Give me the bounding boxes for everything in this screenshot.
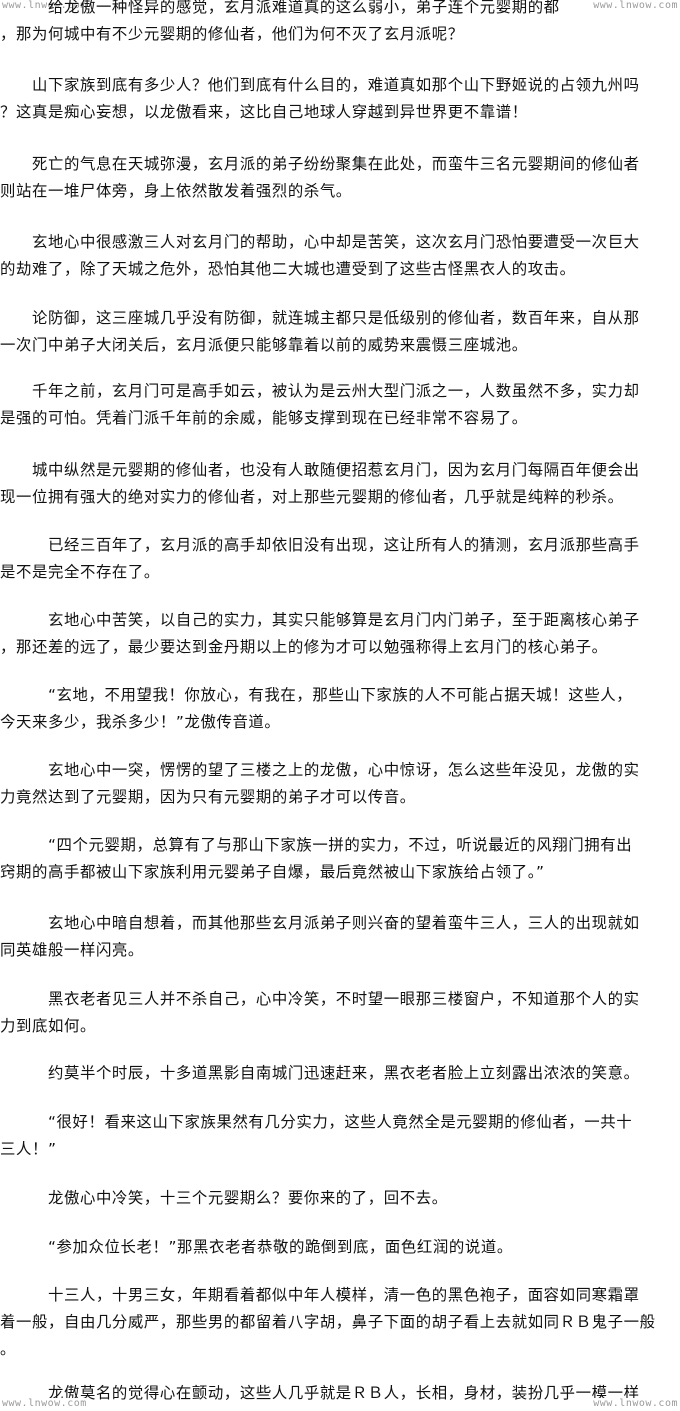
watermark-top-left: www.lnwow.com xyxy=(0,0,89,11)
paragraph-8: 已经三百年了，玄月派的高手却依旧没有出现，这让所有人的猜测，玄月派那些高手 是不… xyxy=(0,532,672,586)
paragraph-line: 同英雄般一样闪亮。 xyxy=(0,941,144,959)
paragraph-line: 黑衣老者见三人并不杀自己，心中冷笑，不时望一眼那三楼窗户，不知道那个人的实 xyxy=(0,990,640,1008)
paragraph-line: 龙傲心中冷笑，十三个元婴期么？要你来的了，回不去。 xyxy=(0,1189,448,1207)
paragraph-5: 论防御，这三座城几乎没有防御，就连城主都只是低级别的修仙者，数百年来，自从那 一… xyxy=(0,305,672,359)
paragraph-line: ，那为何城中有不少元婴期的修仙者，他们为何不灭了玄月派呢？ xyxy=(0,25,464,43)
paragraph-16: “很好！看来这山下家族果然有几分实力，这些人竟然全是元婴期的修仙者，一共十 三人… xyxy=(0,1109,672,1163)
paragraph-line: “玄地，不用望我！你放心，有我在，那些山下家族的人不可能占据天城！这些人， xyxy=(0,686,633,704)
paragraph-20: 龙傲莫名的觉得心在颤动，这些人几乎就是ＲＢ人，长相，身材，装扮几乎一模一样 xyxy=(0,1380,672,1407)
paragraph-line: 的劫难了，除了天城之危外，恐怕其他二大城也遭受到了这些古怪黑衣人的攻击。 xyxy=(0,260,576,278)
paragraph-17: 龙傲心中冷笑，十三个元婴期么？要你来的了，回不去。 xyxy=(0,1185,672,1212)
paragraph-line: 今天来多少，我杀多少！”龙傲传音道。 xyxy=(0,713,281,731)
paragraph-13: 玄地心中暗自想着，而其他那些玄月派弟子则兴奋的望着蛮牛三人，三人的出现就如 同英… xyxy=(0,910,672,964)
paragraph-line: 论防御，这三座城几乎没有防御，就连城主都只是低级别的修仙者，数百年来，自从那 xyxy=(0,309,640,327)
paragraph-4: 玄地心中很感激三人对玄月门的帮助，心中却是苦笑，这次玄月门恐怕要遭受一次巨大 的… xyxy=(0,229,672,283)
paragraph-line: “很好！看来这山下家族果然有几分实力，这些人竟然全是元婴期的修仙者，一共十 xyxy=(0,1113,633,1131)
watermark-bottom-left: www.lnwow.com xyxy=(0,1398,89,1409)
paragraph-line: 山下家族到底有多少人？他们到底有什么目的，难道真如那个山下野姬说的占领九州吗 xyxy=(0,76,640,94)
paragraph-line: 玄地心中苦笑，以自己的实力，其实只能够算是玄月门内门弟子，至于距离核心弟子 xyxy=(0,611,640,629)
paragraph-line: 一次门中弟子大闭关后，玄月派便只能够靠着以前的威势来震慑三座城池。 xyxy=(0,336,528,354)
watermark-top-right: www.lnwow.com xyxy=(591,0,680,11)
paragraph-11: 玄地心中一突，愣愣的望了三楼之上的龙傲，心中惊讶，怎么这些年没见，龙傲的实 力竟… xyxy=(0,757,672,811)
paragraph-6: 千年之前，玄月门可是高手如云，被认为是云州大型门派之一，人数虽然不多，实力却 是… xyxy=(0,378,672,432)
paragraph-line: 力到底如何。 xyxy=(0,1017,96,1035)
paragraph-3: 死亡的气息在天城弥漫，玄月派的弟子纷纷聚集在此处，而蛮牛三名元婴期间的修仙者 则… xyxy=(0,151,672,205)
paragraph-line: 玄地心中很感激三人对玄月门的帮助，心中却是苦笑，这次玄月门恐怕要遭受一次巨大 xyxy=(0,233,640,251)
paragraph-line: 着一般，自由几分威严，那些男的都留着八字胡，鼻子下面的胡子看上去就如同ＲＢ鬼子一… xyxy=(0,1313,656,1331)
paragraph-18: “参加众位长老！”那黑衣老者恭敬的跪倒到底，面色红润的说道。 xyxy=(0,1234,672,1261)
paragraph-line: ？这真是痴心妄想，以龙傲看来，这比自己地球人穿越到异世界更不靠谱！ xyxy=(0,103,528,121)
paragraph-9: 玄地心中苦笑，以自己的实力，其实只能够算是玄月门内门弟子，至于距离核心弟子 ，那… xyxy=(0,607,672,661)
paragraph-line: 三人！” xyxy=(0,1140,57,1158)
paragraph-15: 约莫半个时辰，十多道黑影自南城门迅速赶来，黑衣老者脸上立刻露出浓浓的笑意。 xyxy=(0,1060,672,1087)
watermark-bottom-right: www.lnwow.com xyxy=(591,1398,680,1409)
paragraph-line: ，那还差的远了，最少要达到金丹期以上的修为才可以勉强称得上玄月门的核心弟子。 xyxy=(0,638,608,656)
paragraph-line: 窍期的高手都被山下家族利用元婴弟子自爆，最后竟然被山下家族给占领了。” xyxy=(0,863,545,881)
paragraph-line: 力竟然达到了元婴期，因为只有元婴期的弟子才可以传音。 xyxy=(0,788,416,806)
paragraph-line: 是强的可怕。凭着门派千年前的余威，能够支撑到现在已经非常不容易了。 xyxy=(0,409,528,427)
paragraph-1: 给龙傲一种怪异的感觉，玄月派难道真的这么弱小，弟子连个元婴期的都 ，那为何城中有… xyxy=(0,0,672,48)
paragraph-7: 城中纵然是元婴期的修仙者，也没有人敢随便招惹玄月门，因为玄月门每隔百年便会出 现… xyxy=(0,457,672,511)
paragraph-19: 十三人，十男三女，年期看着都似中年人模样，清一色的黑色袍子，面容如同寒霜罩 着一… xyxy=(0,1282,672,1363)
paragraph-line: 是不是完全不存在了。 xyxy=(0,563,160,581)
paragraph-line: 则站在一堆尸体旁，身上依然散发着强烈的杀气。 xyxy=(0,182,352,200)
paragraph-line: 给龙傲一种怪异的感觉，玄月派难道真的这么弱小，弟子连个元婴期的都 xyxy=(0,0,560,16)
paragraph-line: 。 xyxy=(0,1340,16,1358)
paragraph-line: 现一位拥有强大的绝对实力的修仙者，对上那些元婴期的修仙者，几乎就是纯粹的秒杀。 xyxy=(0,488,624,506)
paragraph-line: 死亡的气息在天城弥漫，玄月派的弟子纷纷聚集在此处，而蛮牛三名元婴期间的修仙者 xyxy=(0,155,640,173)
paragraph-line: 已经三百年了，玄月派的高手却依旧没有出现，这让所有人的猜测，玄月派那些高手 xyxy=(0,536,640,554)
paragraph-10: “玄地，不用望我！你放心，有我在，那些山下家族的人不可能占据天城！这些人， 今天… xyxy=(0,682,672,736)
paragraph-line: “参加众位长老！”那黑衣老者恭敬的跪倒到底，面色红润的说道。 xyxy=(0,1238,513,1256)
paragraph-line: 千年之前，玄月门可是高手如云，被认为是云州大型门派之一，人数虽然不多，实力却 xyxy=(0,382,640,400)
paragraph-line: 玄地心中一突，愣愣的望了三楼之上的龙傲，心中惊讶，怎么这些年没见，龙傲的实 xyxy=(0,761,640,779)
paragraph-12: “四个元婴期，总算有了与那山下家族一拼的实力，不过，听说最近的风翔门拥有出 窍期… xyxy=(0,832,672,886)
paragraph-line: 玄地心中暗自想着，而其他那些玄月派弟子则兴奋的望着蛮牛三人，三人的出现就如 xyxy=(0,914,640,932)
paragraph-line: 约莫半个时辰，十多道黑影自南城门迅速赶来，黑衣老者脸上立刻露出浓浓的笑意。 xyxy=(0,1064,640,1082)
paragraph-line: 十三人，十男三女，年期看着都似中年人模样，清一色的黑色袍子，面容如同寒霜罩 xyxy=(0,1286,640,1304)
paragraph-2: 山下家族到底有多少人？他们到底有什么目的，难道真如那个山下野姬说的占领九州吗 ？… xyxy=(0,72,672,126)
paragraph-line: “四个元婴期，总算有了与那山下家族一拼的实力，不过，听说最近的风翔门拥有出 xyxy=(0,836,633,854)
paragraph-14: 黑衣老者见三人并不杀自己，心中冷笑，不时望一眼那三楼窗户，不知道那个人的实 力到… xyxy=(0,986,672,1040)
paragraph-line: 龙傲莫名的觉得心在颤动，这些人几乎就是ＲＢ人，长相，身材，装扮几乎一模一样 xyxy=(0,1384,640,1402)
paragraph-line: 城中纵然是元婴期的修仙者，也没有人敢随便招惹玄月门，因为玄月门每隔百年便会出 xyxy=(0,461,640,479)
